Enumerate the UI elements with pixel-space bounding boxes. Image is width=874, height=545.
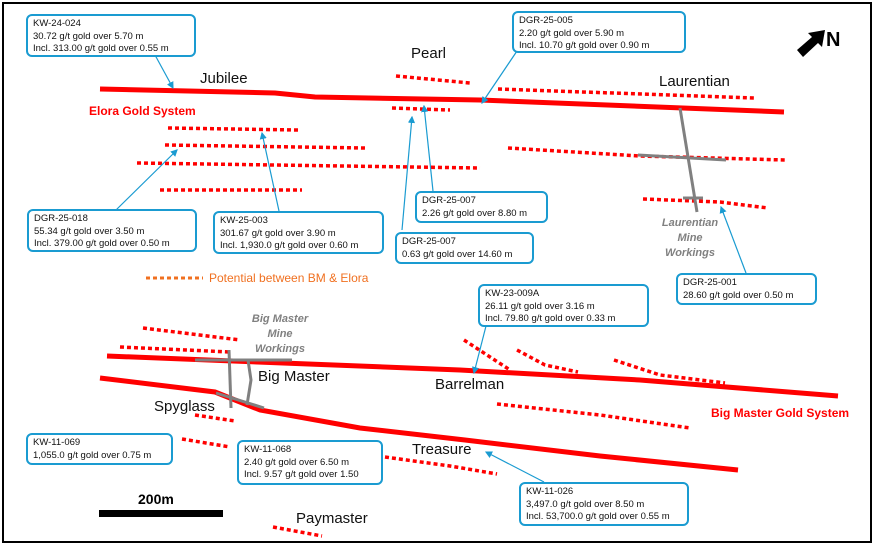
vein-dashed: [463, 338, 511, 372]
north-arrow-icon: [797, 30, 825, 57]
workings-line: Mine: [267, 328, 293, 340]
system-label-elora: Elora Gold System: [89, 104, 196, 118]
assay-line: 1,055.0 g/t gold over 0.75 m: [33, 449, 152, 461]
callout-kw-23-009a: KW-23-009A 26.11 g/t gold over 3.16 m In…: [478, 284, 649, 327]
vein-dashed: [167, 126, 299, 132]
callout-kw-11-026: KW-11-026 3,497.0 g/t gold over 8.50 m I…: [519, 482, 689, 526]
assay-line: 0.63 g/t gold over 14.60 m: [402, 248, 513, 260]
assay-line: 2.26 g/t gold over 8.80 m: [422, 207, 528, 219]
assay-line: 301.67 g/t gold over 3.90 m: [220, 227, 336, 239]
assay-line: Incl. 313.00 g/t gold over 0.55 m: [33, 43, 169, 54]
assay-line: 2.40 g/t gold over 6.50 m: [244, 456, 350, 468]
vein-dashed: [497, 87, 756, 100]
laurentian-drift: [637, 153, 727, 162]
vein-dashed: [194, 413, 236, 423]
hole-id: KW-23-009A: [485, 288, 540, 299]
legend-label: Potential between BM & Elora: [209, 271, 369, 285]
callout-dgr-25-018: DGR-25-018 55.34 g/t gold over 3.50 m In…: [27, 209, 197, 252]
vein-dashed: [119, 345, 231, 354]
callout-dgr-25-007-a: DGR-25-007 2.26 g/t gold over 8.80 m: [415, 191, 548, 223]
leader-dgr-25-007-b: [401, 115, 416, 231]
place-paymaster: Paymaster: [296, 510, 368, 527]
assay-line: Incl. 10.70 g/t gold over 0.90 m: [519, 40, 650, 51]
place-barrelman: Barrelman: [435, 376, 505, 393]
assay-line: Incl. 53,700.0 g/t gold over 0.55 m: [526, 511, 670, 522]
assay-line: 26.11 g/t gold over 3.16 m: [485, 300, 595, 312]
workings-line: Laurentian: [661, 217, 719, 229]
big-master-shaft: [227, 349, 233, 409]
place-jubilee: Jubilee: [200, 70, 248, 87]
assay-line: Incl. 79.80 g/t gold over 0.33 m: [485, 313, 616, 324]
callout-kw-11-068: KW-11-068 2.40 g/t gold over 6.50 m Incl…: [237, 440, 383, 485]
assay-line: 55.34 g/t gold over 3.50 m: [34, 225, 145, 237]
leader-dgr-25-018: [115, 149, 178, 211]
vein-dashed: [642, 197, 769, 210]
leader-dgr-25-001: [719, 205, 747, 274]
laurentian-workings-label: Laurentian Mine Workings: [655, 216, 725, 261]
callout-kw-11-069: KW-11-069 1,055.0 g/t gold over 0.75 m: [26, 433, 173, 465]
callout-dgr-25-005: DGR-25-005 2.20 g/t gold over 5.90 m Inc…: [512, 11, 686, 53]
scale-bar: [99, 510, 223, 517]
place-big-master: Big Master: [258, 368, 330, 385]
assay-line: 3,497.0 g/t gold over 8.50 m: [526, 498, 645, 510]
vein-dashed: [516, 348, 579, 374]
vein-dashed: [613, 358, 726, 385]
hole-id: KW-25-003: [220, 215, 268, 226]
laurentian-shaft: [678, 107, 699, 213]
assay-line: 28.60 g/t gold over 0.50 m: [683, 289, 794, 301]
hole-id: DGR-25-005: [519, 15, 573, 26]
assay-line: Incl. 9.57 g/t gold over 1.50: [244, 469, 359, 480]
big-master-shaft: [245, 359, 253, 406]
hole-id: DGR-25-018: [34, 213, 88, 224]
assay-line: 2.20 g/t gold over 5.90 m: [519, 27, 625, 39]
hole-id: DGR-25-001: [683, 277, 737, 288]
callout-dgr-25-001: DGR-25-001 28.60 g/t gold over 0.50 m: [676, 273, 817, 305]
hole-id: KW-11-026: [526, 486, 574, 497]
vein-dashed: [391, 106, 451, 112]
place-pearl: Pearl: [411, 45, 447, 62]
elora-main-vein: [99, 86, 785, 115]
big-master-vein: [106, 353, 839, 399]
leader-kw-25-003: [259, 131, 280, 212]
vein-dashed: [272, 525, 323, 538]
north-label: N: [826, 29, 841, 51]
workings-line: Workings: [255, 343, 305, 355]
leader-dgr-25-005: [481, 50, 518, 104]
place-treasure: Treasure: [412, 441, 472, 458]
hole-id: KW-24-024: [33, 18, 81, 29]
workings-line: Big Master: [251, 313, 309, 325]
vein-dashed: [384, 455, 498, 476]
leader-kw-11-026: [484, 451, 545, 483]
leader-dgr-25-007-a: [421, 104, 434, 192]
vein-dashed: [395, 74, 471, 85]
big-master-drift: [215, 391, 265, 410]
scale-label: 200m: [138, 491, 174, 507]
workings-line: Mine: [677, 232, 703, 244]
workings-line: Workings: [665, 247, 715, 259]
hole-id: KW-11-068: [244, 444, 292, 455]
assay-line: Incl. 379.00 g/t gold over 0.50 m: [34, 238, 170, 249]
vein-dashed: [181, 437, 231, 449]
assay-line: Incl. 1,930.0 g/t gold over 0.60 m: [220, 240, 359, 251]
assay-line: 30.72 g/t gold over 5.70 m: [33, 30, 144, 42]
place-laurentian: Laurentian: [659, 73, 730, 90]
leader-kw-23-009a: [471, 325, 487, 375]
vein-dashed: [142, 326, 241, 342]
callout-dgr-25-007-b: DGR-25-007 0.63 g/t gold over 14.60 m: [395, 232, 534, 264]
system-label-big-master: Big Master Gold System: [711, 406, 850, 420]
callout-kw-25-003: KW-25-003 301.67 g/t gold over 3.90 m In…: [213, 211, 384, 254]
hole-id: KW-11-069: [33, 437, 81, 448]
spyglass-treasure-vein: [99, 375, 739, 473]
hole-id: DGR-25-007: [402, 236, 456, 247]
leader-kw-24-024: [154, 54, 174, 90]
callout-kw-24-024: KW-24-024 30.72 g/t gold over 5.70 m Inc…: [26, 14, 196, 57]
place-spyglass: Spyglass: [154, 398, 215, 415]
vein-dashed: [507, 146, 786, 162]
vein-dashed: [496, 402, 691, 430]
big-master-workings-label: Big Master Mine Workings: [240, 312, 320, 357]
vein-dashed: [136, 161, 481, 170]
hole-id: DGR-25-007: [422, 195, 476, 206]
